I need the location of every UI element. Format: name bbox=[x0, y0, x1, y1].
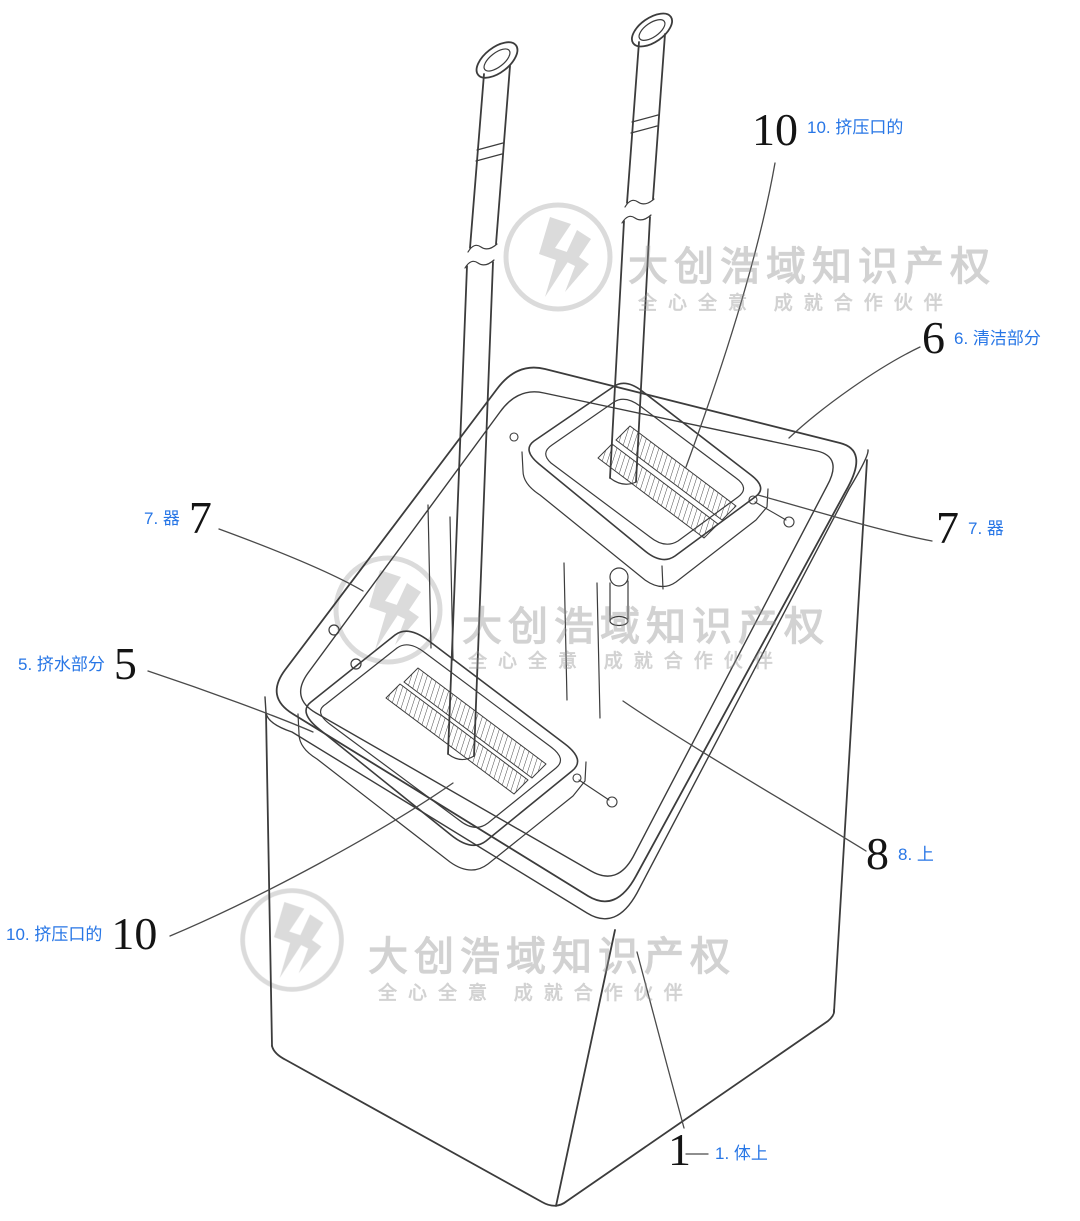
lower-roller-hatch-2 bbox=[385, 683, 529, 795]
ref-number: 8 bbox=[866, 828, 889, 879]
bucket-bottom-edges bbox=[271, 1009, 836, 1207]
figure-ref-5: 5. 挤水部分 5 bbox=[18, 638, 137, 689]
watermark-subtitle: 全心全意 成就合作伙伴 bbox=[468, 651, 784, 672]
upper-insert-screws bbox=[509, 432, 795, 528]
ref-annotation: 10. 挤压口的 bbox=[6, 925, 103, 944]
lower-insert-outer bbox=[305, 630, 579, 847]
bucket-left-edge bbox=[265, 712, 273, 1047]
figure-ref-6: 6 6. 清洁部分 bbox=[922, 312, 1041, 363]
ref-number: 1 bbox=[668, 1124, 691, 1175]
bucket-outer-rim bbox=[275, 366, 858, 903]
lower-insert-depth bbox=[297, 713, 587, 871]
ref-number: 7 bbox=[936, 502, 959, 553]
ref-annotation: 6. 清洁部分 bbox=[954, 329, 1041, 348]
bucket-rim-lip bbox=[264, 449, 869, 920]
ref-annotation: 10. 挤压口的 bbox=[807, 118, 904, 137]
ref-annotation: 8. 上 bbox=[898, 845, 934, 864]
figure-ref-7-left: 7. 器 7 bbox=[144, 492, 212, 543]
pole-seam bbox=[475, 142, 504, 162]
leader-5 bbox=[147, 670, 314, 733]
ref-annotation: 7. 器 bbox=[968, 519, 1004, 538]
upper-insert-inner bbox=[545, 398, 745, 545]
watermark-logo-icon bbox=[506, 205, 610, 309]
pole-break-mark bbox=[464, 243, 498, 269]
watermark-title: 大创浩域知识产权 bbox=[368, 934, 736, 979]
ref-number: 6 bbox=[922, 312, 945, 363]
figure-ref-10-bottom: 10. 挤压口的 10 bbox=[6, 908, 158, 959]
ref-number: 5 bbox=[113, 638, 137, 689]
ref-annotation: 7. 器 bbox=[144, 509, 180, 528]
leader-7-left bbox=[218, 528, 364, 592]
lower-insert-inner bbox=[320, 644, 562, 828]
watermark-subtitle: 全心全意 成就合作伙伴 bbox=[638, 293, 954, 314]
watermark-logo-icon bbox=[243, 891, 342, 990]
bucket-body bbox=[264, 366, 869, 1207]
upper-roller-hatch-1 bbox=[615, 425, 737, 521]
leader-10-bottom bbox=[169, 782, 454, 937]
figure-ref-10-top: 10 10. 挤压口的 bbox=[752, 104, 904, 155]
ref-annotation: 5. 挤水部分 bbox=[18, 655, 105, 674]
pole-seam bbox=[630, 114, 659, 134]
bucket-front-edge bbox=[555, 929, 616, 1207]
leader-7-right bbox=[757, 494, 933, 542]
figure-ref-7-right: 7 7. 器 bbox=[936, 502, 1004, 553]
upper-insert-depth bbox=[521, 451, 769, 590]
ref-number: 10 bbox=[752, 104, 798, 155]
leader-8 bbox=[622, 700, 867, 852]
watermark-title: 大创浩域知识产权 bbox=[628, 244, 996, 289]
watermark-logo-icon bbox=[336, 558, 440, 662]
leader-lines bbox=[147, 162, 933, 1155]
watermark-title: 大创浩域知识产权 bbox=[462, 604, 830, 649]
figure-ref-8: 8 8. 上 bbox=[866, 828, 934, 879]
lower-insert-screws bbox=[572, 773, 618, 808]
ref-annotation: 1. 体上 bbox=[715, 1144, 768, 1163]
mop-pole-left bbox=[447, 41, 519, 761]
leader-1 bbox=[636, 951, 709, 1155]
ref-number: 10 bbox=[111, 908, 158, 959]
bucket-right-edge bbox=[833, 459, 868, 1013]
upper-roller-hatch-2 bbox=[597, 443, 719, 539]
upper-insert-outer bbox=[528, 382, 762, 561]
watermark-subtitle: 全心全意 成就合作伙伴 bbox=[378, 983, 694, 1004]
leader-6 bbox=[788, 346, 921, 439]
mop-pole-right bbox=[609, 12, 673, 485]
leader-10-top bbox=[685, 162, 776, 468]
ref-number: 7 bbox=[188, 492, 212, 543]
figure-ref-1: 1 1. 体上 bbox=[668, 1124, 768, 1175]
pole-break-mark bbox=[621, 198, 655, 224]
upper-insert-frame bbox=[509, 382, 795, 590]
